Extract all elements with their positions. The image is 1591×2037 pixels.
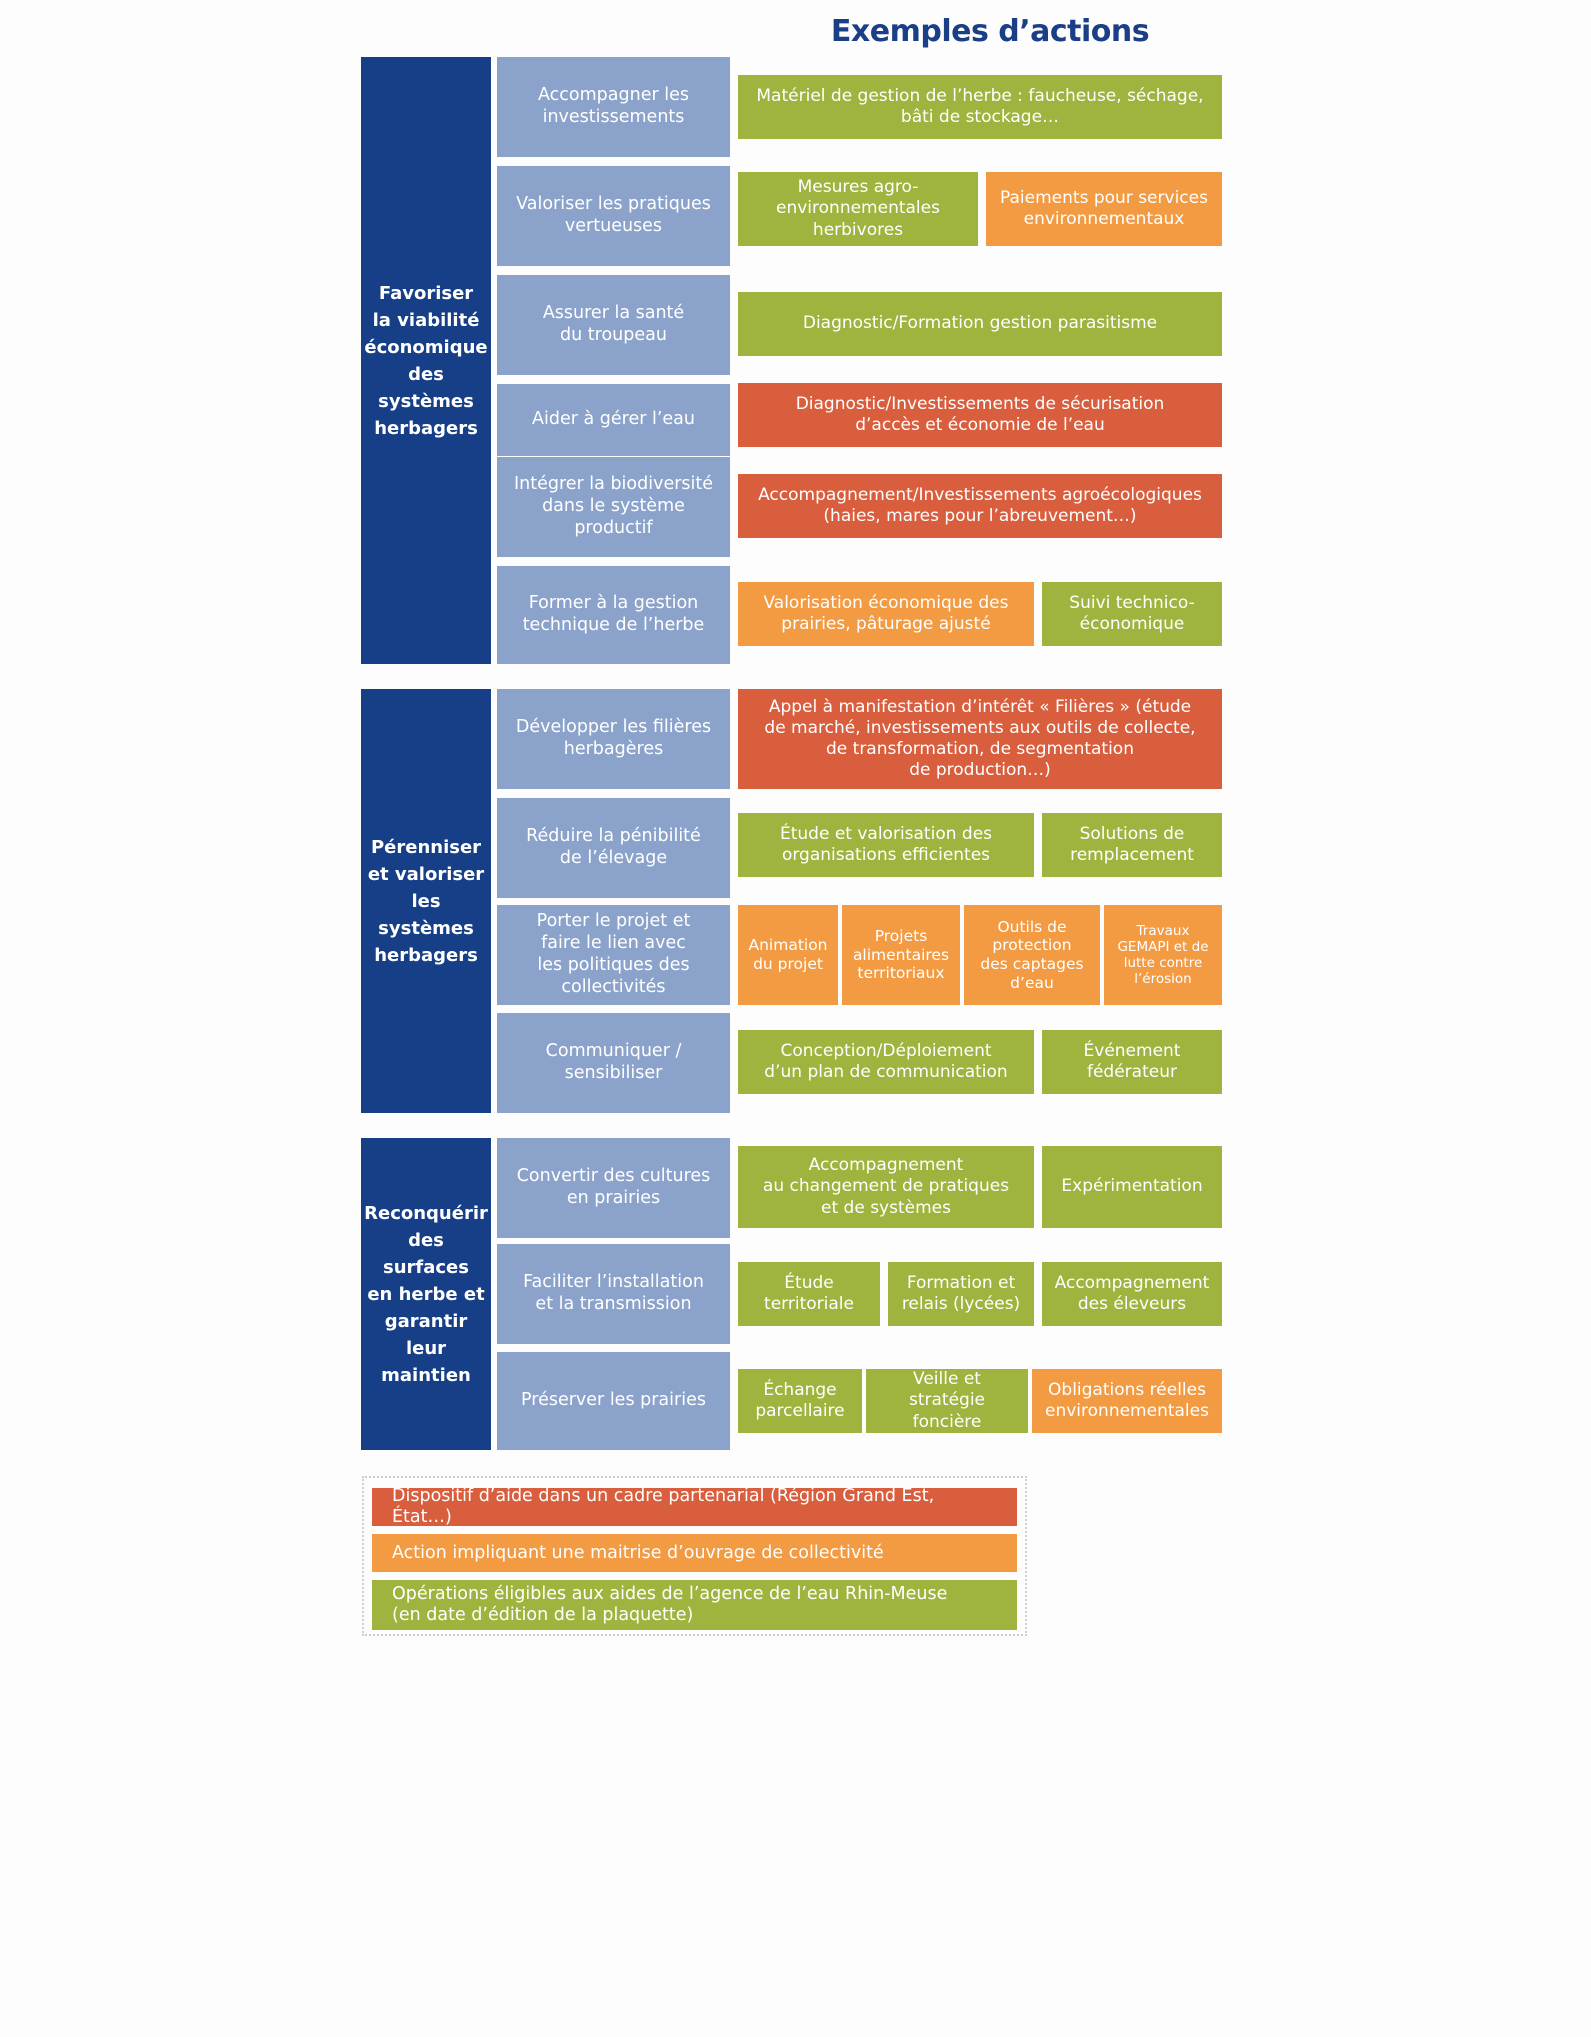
action-label: Diagnostic/Formation gestion parasitisme <box>802 313 1158 334</box>
action-label: Appel à manifestation d’intérêt « Filièr… <box>764 696 1196 781</box>
action-label: Suivi technico-économique <box>1069 592 1195 634</box>
action-label: Accompagnement/Investissements agroécolo… <box>758 484 1202 526</box>
action-box: Diagnostic/Formation gestion parasitisme <box>738 292 1222 356</box>
action-box: Diagnostic/Investissements de sécurisati… <box>738 383 1222 447</box>
objective-label: Communiquer /sensibiliser <box>545 1041 682 1083</box>
legend-label: Opérations éligibles aux aides de l’agen… <box>392 1584 948 1625</box>
action-label: Matériel de gestion de l’herbe : faucheu… <box>756 85 1204 127</box>
objective-box: Préserver les prairies <box>497 1352 730 1450</box>
action-label: Expérimentation <box>1061 1176 1203 1197</box>
legend-label: Action impliquant une maitrise d’ouvrage… <box>392 1542 884 1563</box>
objective-box: Aider à gérer l’eau <box>497 384 730 456</box>
action-box: Expérimentation <box>1042 1146 1222 1228</box>
action-label: Diagnostic/Investissements de sécurisati… <box>795 393 1165 435</box>
legend-label: Dispositif d’aide dans un cadre partenar… <box>392 1486 935 1527</box>
diagram-title: Exemples d’actions <box>830 14 1150 49</box>
action-box: Appel à manifestation d’intérêt « Filièr… <box>738 689 1222 789</box>
action-box: Matériel de gestion de l’herbe : faucheu… <box>738 75 1222 139</box>
objective-label: Préserver les prairies <box>521 1390 706 1411</box>
action-box: Suivi technico-économique <box>1042 582 1222 646</box>
legend-item: Opérations éligibles aux aides de l’agen… <box>372 1580 1017 1630</box>
legend-item: Dispositif d’aide dans un cadre partenar… <box>372 1486 1017 1527</box>
legend <box>362 1476 1027 1636</box>
legend-item: Action impliquant une maitrise d’ouvrage… <box>372 1534 1017 1572</box>
action-box: Accompagnement/Investissements agroécolo… <box>738 474 1222 538</box>
objective-box: Communiquer /sensibiliser <box>497 1013 730 1113</box>
objective-label: Aider à gérer l’eau <box>532 409 695 430</box>
